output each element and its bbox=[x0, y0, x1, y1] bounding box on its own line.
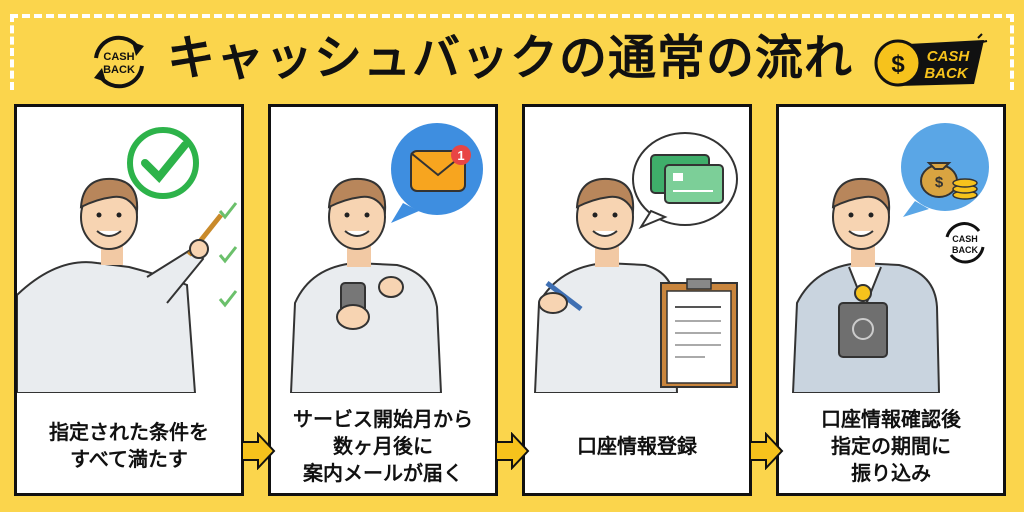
step-1-caption: 指定された条件をすべて満たす bbox=[17, 403, 241, 489]
cashback-cycle-icon-small: CASH BACK bbox=[945, 222, 985, 264]
dashed-border-top bbox=[10, 14, 1014, 18]
step-3-caption: 口座情報登録 bbox=[525, 403, 749, 489]
step-arrow-icon bbox=[749, 432, 784, 470]
mail-icon bbox=[410, 150, 466, 192]
badge-small-line2: BACK bbox=[952, 245, 978, 255]
step-panel-2: 1 サービス開始月から数ヶ月後に案内メールが届く bbox=[268, 104, 498, 496]
step-4-caption: 口座情報確認後指定の期間に振り込み bbox=[779, 403, 1003, 489]
step-3-line-1: 口座情報登録 bbox=[577, 433, 697, 458]
step-2-line-1: サービス開始月から bbox=[293, 406, 473, 431]
badge-left-line1: CASH bbox=[103, 51, 134, 63]
step-4-line-2: 指定の期間に bbox=[831, 433, 951, 458]
badge-right-line2: BACK bbox=[924, 65, 968, 82]
step-1-line-1: 指定された条件を bbox=[49, 420, 209, 444]
step-2-caption: サービス開始月から数ヶ月後に案内メールが届く bbox=[271, 403, 495, 489]
cashback-cycle-icon: CASH BACK bbox=[94, 35, 144, 89]
step-panel-4: $ CASH BACK 口座情報確認後指定の期間に振り込み bbox=[776, 104, 1006, 496]
coin-icon bbox=[854, 284, 872, 302]
person-phone-mail-illustration: 1 bbox=[289, 123, 483, 393]
step-2-line-2: 数ヶ月後に bbox=[333, 433, 433, 458]
svg-text:$: $ bbox=[891, 51, 905, 78]
badge-right-line1: CASH bbox=[927, 48, 971, 65]
step-4-line-1: 口座情報確認後 bbox=[821, 406, 961, 431]
step-2-line-3: 案内メールが届く bbox=[303, 460, 463, 485]
step-panel-3: 口座情報登録 bbox=[522, 104, 752, 496]
step-1-line-2: すべて満たす bbox=[70, 447, 188, 471]
mail-badge-count: 1 bbox=[457, 148, 464, 163]
person-form-card-illustration bbox=[533, 132, 738, 393]
page-title: キャッシュバックの通常の流れ bbox=[166, 30, 853, 86]
cashback-coin-badge: $ CASH BACK bbox=[874, 33, 988, 87]
badge-left-line2: BACK bbox=[103, 64, 135, 76]
step-arrow-icon bbox=[241, 432, 276, 470]
person-savings-illustration: $ CASH BACK bbox=[791, 123, 989, 393]
step-4-line-3: 振り込み bbox=[851, 460, 931, 485]
check-icon bbox=[127, 127, 199, 199]
dashed-border-left bbox=[10, 14, 14, 90]
step-panel-1: 指定された条件をすべて満たす bbox=[14, 104, 244, 496]
safe-icon bbox=[838, 302, 888, 358]
document-icon bbox=[666, 290, 732, 384]
step-arrow-icon bbox=[495, 432, 530, 470]
dashed-border-right bbox=[1010, 14, 1014, 90]
person-checklist-illustration bbox=[17, 127, 238, 393]
badge-small-line1: CASH bbox=[952, 234, 978, 244]
svg-text:$: $ bbox=[935, 174, 944, 191]
